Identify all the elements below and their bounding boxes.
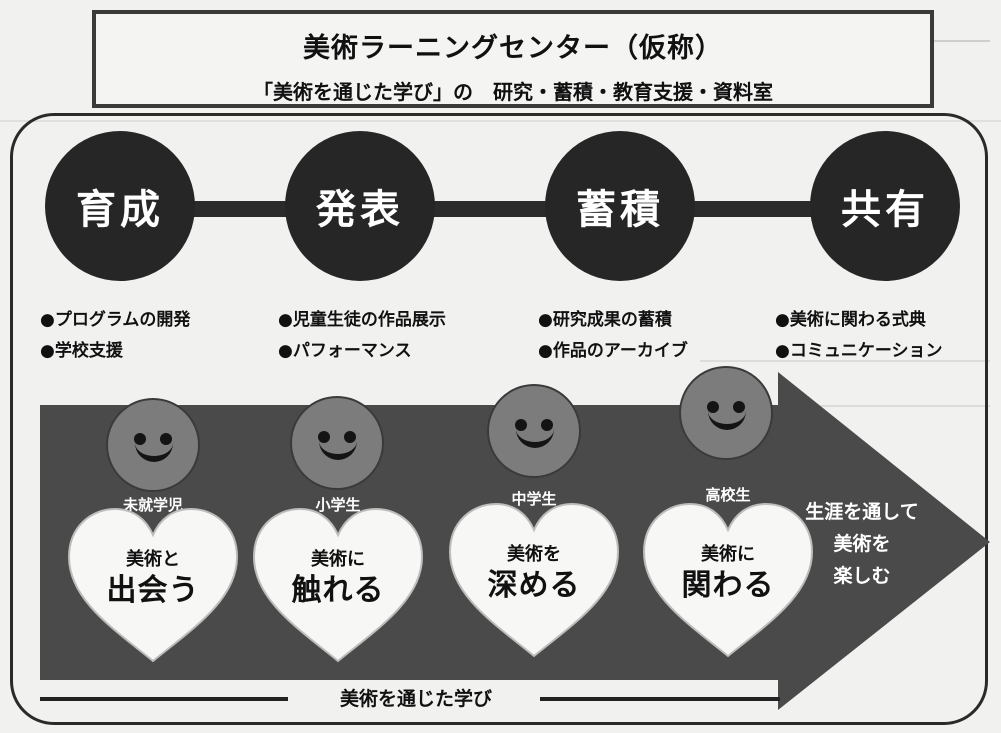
heart-text: 美術を 深める: [446, 543, 622, 605]
background-line: [760, 405, 990, 407]
heart-text-line1: 美術と: [126, 549, 180, 570]
stage-circle-ikusei: 育成: [45, 131, 195, 281]
age-label: 高校生: [705, 486, 751, 504]
heart-text-line2: 関わる: [681, 568, 775, 603]
footer-line-right: [540, 697, 780, 701]
heart-icon: [67, 507, 239, 663]
age-label: 小学生: [315, 496, 361, 514]
stage-bullets-happyo: 児童生徒の作品展示 パフォーマンス: [278, 305, 446, 367]
lifelong-text: 生涯を通して 美術を 楽しむ: [792, 496, 932, 592]
stage-label: 蓄積: [576, 187, 664, 233]
heart-text: 美術に 触れる: [250, 548, 426, 610]
bullet-item: 作品のアーカイブ: [538, 336, 688, 367]
lifelong-line: 生涯を通して: [805, 501, 919, 523]
heart-text-line1: 美術に: [701, 544, 755, 565]
bullet-item: コミュニケーション: [775, 336, 943, 367]
footer-label: 美術を通じた学び: [339, 688, 492, 710]
background-line: [880, 40, 990, 42]
heart-text-line2: 深める: [487, 568, 581, 603]
bullet-item: 研究成果の蓄積: [538, 305, 688, 336]
title-main: 美術ラーニングセンター（仮称）: [303, 33, 723, 64]
heart-icon: [448, 502, 620, 658]
stage-label: 育成: [76, 187, 164, 233]
heart-icon: [642, 502, 814, 658]
heart-text-line2: 出会う: [106, 573, 200, 608]
heart-text: 美術に 関わる: [640, 543, 816, 605]
stage-label: 発表: [316, 187, 404, 233]
lifelong-line: 美術を: [833, 533, 891, 555]
smiley-face-icon: [106, 398, 200, 492]
heart-text-line1: 美術に: [311, 549, 365, 570]
smiley-face-icon: [487, 384, 581, 478]
smiley-face-icon: [290, 396, 384, 490]
stage-bullets-kyoyu: 美術に関わる式典 コミュニケーション: [775, 305, 943, 367]
background-line: [0, 120, 1001, 122]
bullet-item: 美術に関わる式典: [775, 305, 943, 336]
bullet-item: 学校支援: [40, 336, 190, 367]
bullet-item: パフォーマンス: [278, 336, 446, 367]
age-label: 未就学児: [122, 496, 183, 514]
title-box: 美術ラーニングセンター（仮称） 「美術を通じた学び」の 研究・蓄積・教育支援・資…: [92, 10, 934, 108]
stage-circle-happyo: 発表: [285, 131, 435, 281]
diagram-frame: [10, 113, 988, 725]
title-subtitle: 「美術を通じた学び」の 研究・蓄積・教育支援・資料室: [253, 80, 773, 104]
smiley-face-icon: [679, 366, 773, 460]
heart-text-line2: 触れる: [291, 573, 385, 608]
stage-bullets-ikusei: プログラムの開発 学校支援: [40, 305, 191, 367]
stage-circle-kyoyu: 共有: [810, 131, 960, 281]
age-label: 中学生: [511, 490, 557, 508]
bullet-item: 児童生徒の作品展示: [278, 305, 446, 336]
stage-bullets-chikuseki: 研究成果の蓄積 作品のアーカイブ: [538, 305, 688, 367]
heart-icon: [252, 507, 424, 663]
heart-text: 美術と 出会う: [65, 548, 241, 610]
bullet-item: プログラムの開発: [40, 305, 191, 336]
stage-label: 共有: [841, 187, 929, 233]
stage-circle-chikuseki: 蓄積: [545, 131, 695, 281]
lifelong-line: 楽しむ: [833, 565, 891, 587]
heart-text-line1: 美術を: [507, 544, 561, 565]
footer-line-left: [40, 697, 288, 701]
